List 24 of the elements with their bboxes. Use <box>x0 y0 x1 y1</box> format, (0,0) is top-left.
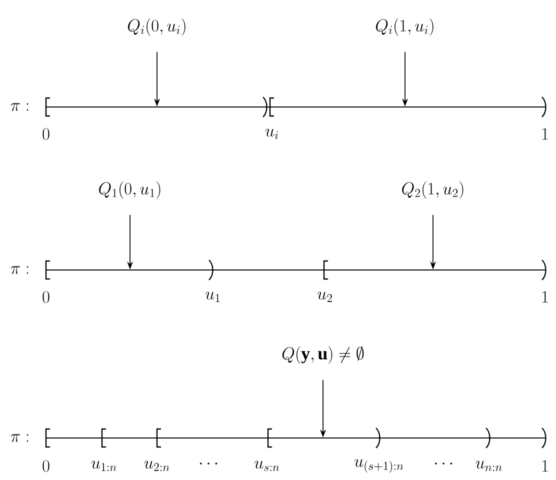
tick-label: $u_{1:n}$ <box>91 460 116 472</box>
tick-label: $u_{n:n}$ <box>476 460 502 472</box>
axis-label: $\pi :$ <box>10 103 28 111</box>
tick-label: $u_{s:n}$ <box>254 460 280 472</box>
tick-label: $1$ <box>542 128 548 140</box>
formula-label: $Q_1(0, u_1)$ <box>99 181 160 199</box>
tick-label: $1$ <box>542 291 548 303</box>
formula-label: $Q_2(1, u_2)$ <box>402 181 464 199</box>
tick-label: $u_1$ <box>205 292 220 302</box>
tick-label: $\cdots$ <box>434 462 452 464</box>
tick-label: $\cdots$ <box>200 462 218 464</box>
tick-label: $0$ <box>42 291 50 303</box>
tick-label: $u_2$ <box>317 292 332 302</box>
tick-label: $u_{(s+1):n}$ <box>354 459 404 473</box>
formula-label: $Q_i(0, u_i)$ <box>128 18 186 36</box>
tick-label: $u_i$ <box>265 128 278 140</box>
tick-label: $0$ <box>42 128 50 140</box>
formula-label: $Q_i(1, u_i)$ <box>376 18 434 36</box>
tick-label: $1$ <box>542 460 548 472</box>
formula-label: $Q(\mathbf{y}, \mathbf{u}) \neq \emptyset$ <box>282 346 364 364</box>
axis-label: $\pi :$ <box>10 266 28 274</box>
tick-label: $0$ <box>42 460 50 472</box>
tick-label: $u_{2:n}$ <box>144 460 170 472</box>
axis-label: $\pi :$ <box>10 434 28 442</box>
